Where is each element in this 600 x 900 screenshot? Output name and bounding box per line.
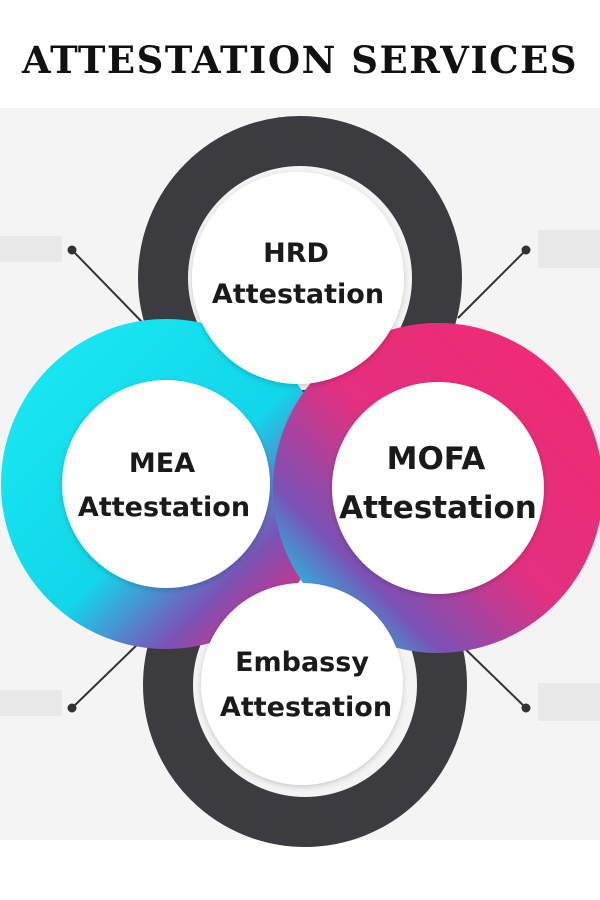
hrd-label-line2: Attestation bbox=[212, 279, 384, 310]
connector-line-top-left bbox=[71, 249, 143, 323]
mofa-label-line2: Attestation bbox=[339, 490, 537, 526]
connector-dot-bottom-right bbox=[521, 703, 531, 713]
mofa-label-line1: MOFA bbox=[387, 441, 486, 477]
mea-circle bbox=[62, 380, 270, 588]
embassy-label-line1: Embassy bbox=[235, 647, 369, 678]
mea-label-line2: Attestation bbox=[78, 492, 250, 523]
side-tag-bottom-right bbox=[538, 683, 600, 721]
mofa-ring bbox=[273, 323, 600, 653]
connector-line-bottom-left bbox=[71, 639, 143, 709]
connector-dot-bottom-left bbox=[67, 703, 77, 713]
side-tag-top-right bbox=[538, 230, 600, 268]
embassy-circle bbox=[201, 583, 403, 785]
connector-dot-top-left bbox=[67, 245, 77, 255]
hrd-circle bbox=[192, 172, 404, 384]
mea-label-line1: MEA bbox=[129, 448, 195, 479]
hrd-label-line1: HRD bbox=[263, 238, 329, 269]
page-title: ATTESTATION SERVICES bbox=[21, 38, 579, 82]
mofa-circle bbox=[332, 382, 544, 594]
connector-line-top-right bbox=[457, 249, 527, 319]
side-tag-top-left bbox=[0, 236, 62, 262]
connector-dot-top-right bbox=[521, 245, 531, 255]
side-tag-bottom-left bbox=[0, 690, 62, 716]
connector-line-bottom-right bbox=[455, 639, 527, 709]
embassy-label-line2: Attestation bbox=[220, 692, 392, 723]
